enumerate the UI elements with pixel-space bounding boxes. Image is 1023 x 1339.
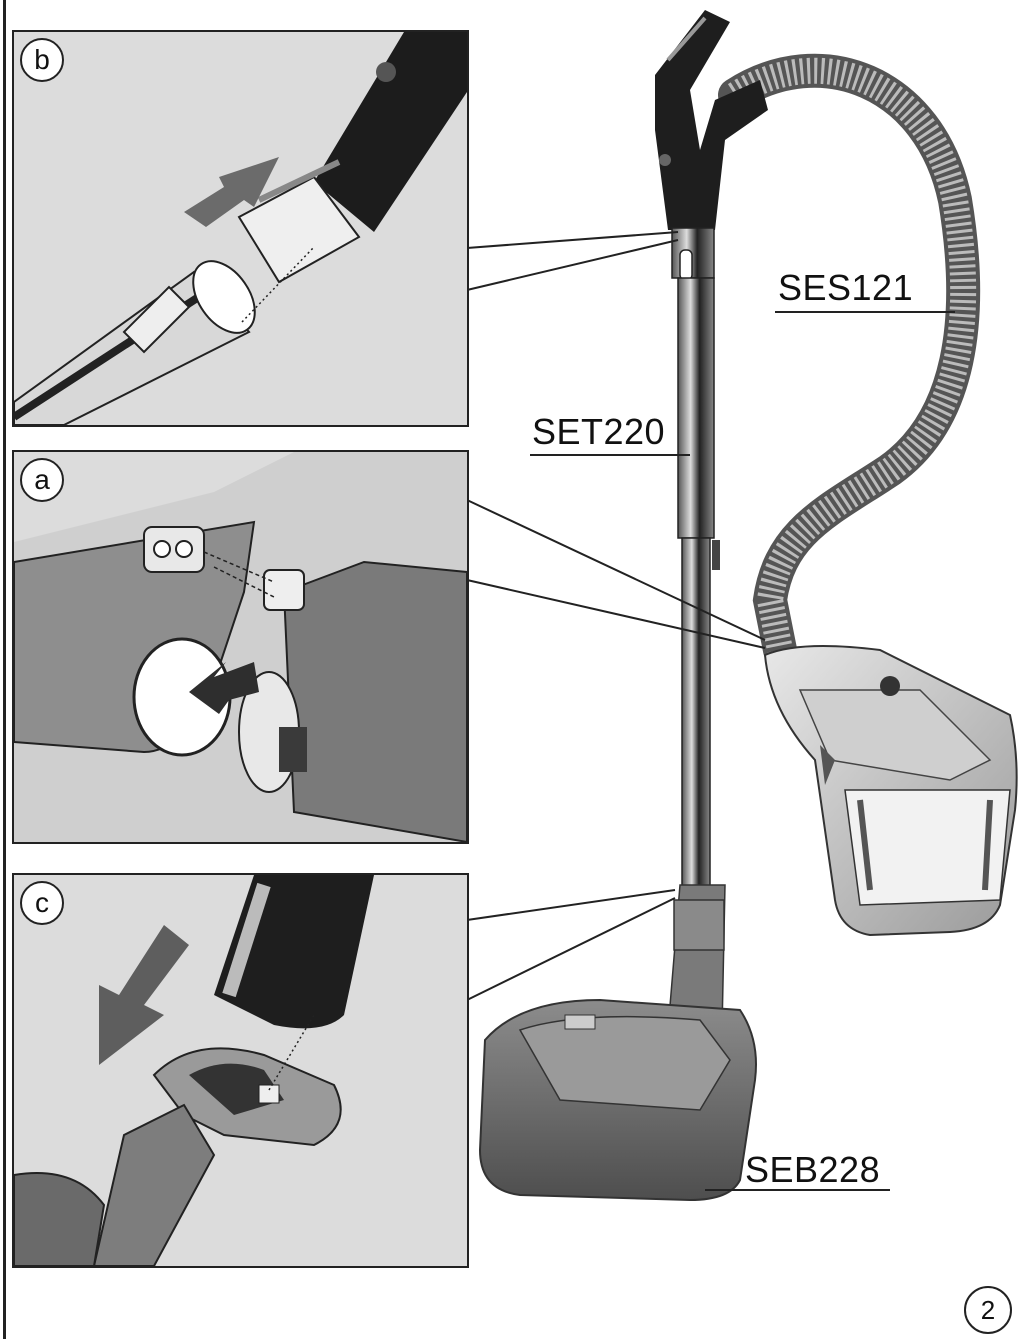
floorhead-label: SEB228 bbox=[745, 1149, 881, 1190]
floorhead-graphic bbox=[478, 884, 757, 1202]
page-left-rule bbox=[3, 0, 6, 1339]
panel-letter-c: c bbox=[20, 881, 64, 925]
canister-graphic bbox=[763, 645, 1018, 937]
detail-panel-b: b bbox=[12, 30, 469, 427]
label-underlines bbox=[530, 311, 955, 1191]
panel-b-illustration bbox=[14, 32, 467, 425]
handle-graphic bbox=[655, 10, 768, 230]
page-number: 2 bbox=[964, 1286, 1012, 1334]
detail-panel-c: c bbox=[12, 873, 469, 1268]
panel-letter-a: a bbox=[20, 458, 64, 502]
panel-a-illustration bbox=[14, 452, 467, 842]
panel-c-illustration bbox=[14, 875, 374, 1266]
hose-graphic bbox=[718, 53, 981, 667]
hose-label: SES121 bbox=[778, 267, 914, 308]
detail-panel-a: a bbox=[12, 450, 469, 844]
panel-letter-b: b bbox=[20, 38, 64, 82]
tube-graphic bbox=[671, 227, 720, 899]
tube-label: SET220 bbox=[532, 411, 666, 452]
callout-lines bbox=[466, 231, 766, 1001]
